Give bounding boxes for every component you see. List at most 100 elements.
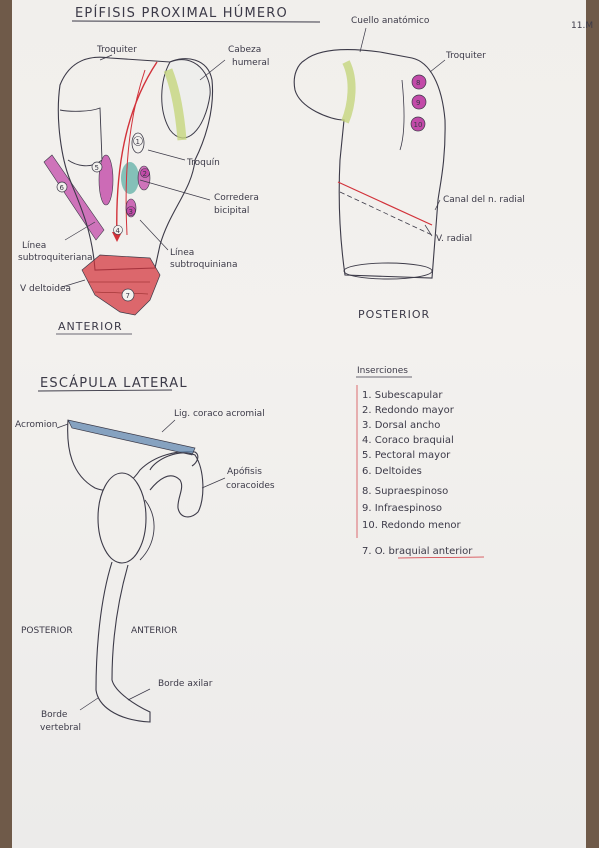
label-borde-axilar: Borde axilar bbox=[158, 679, 213, 689]
notebook-page bbox=[12, 0, 586, 848]
insertion-item-8: 8. Supraespinoso bbox=[362, 486, 448, 497]
label-linea-subtroquiteriana-2: subtroquiteriana bbox=[18, 253, 93, 263]
marker-2-text: 2 bbox=[143, 170, 147, 178]
marker-4 bbox=[126, 206, 136, 216]
marker-3-text: 3 bbox=[129, 208, 133, 216]
canal-radial-dashed bbox=[339, 191, 433, 236]
insertion-item-10: 10. Redondo menor bbox=[362, 520, 462, 531]
leader-acromion bbox=[56, 423, 69, 429]
label-posterior-view: POSTERIOR bbox=[358, 308, 430, 321]
humerus-title-underline bbox=[71, 20, 321, 23]
marker-7-text: 7 bbox=[126, 292, 130, 300]
v-deltoidea-hatch bbox=[88, 281, 150, 295]
marker-5-text: 5 bbox=[95, 164, 99, 172]
marker-10-text: 10 bbox=[414, 121, 423, 129]
scapula-title: ESCÁPULA LATERAL bbox=[40, 375, 188, 391]
v-deltoidea-shape bbox=[81, 254, 161, 316]
troquiter-contour bbox=[59, 107, 103, 167]
label-borde-vertebral-1: Borde bbox=[41, 710, 68, 720]
insertions-heading: Inserciones bbox=[357, 366, 408, 376]
label-scapula-posterior: POSTERIOR bbox=[21, 626, 73, 636]
marker-1 bbox=[56, 181, 68, 193]
label-linea-subtroquiteriana-1: Línea bbox=[22, 241, 46, 251]
cuello-green-band bbox=[163, 68, 187, 141]
label-v-deltoidea: V deltoidea bbox=[20, 284, 71, 294]
leader-troquiter bbox=[99, 54, 113, 61]
insertion-item-2: 2. Redondo mayor bbox=[362, 405, 455, 416]
marker-8 bbox=[411, 74, 427, 90]
posterior-troquiter-ridge bbox=[399, 79, 405, 151]
leader-troquin bbox=[147, 149, 186, 161]
leader-coracoides bbox=[201, 477, 226, 489]
insertions-list: Inserciones 1. Subescapular 2. Redondo m… bbox=[356, 366, 485, 559]
label-corredera-line1: Corredera bbox=[214, 193, 259, 203]
glenoid-cavity bbox=[97, 472, 147, 564]
label-cuello-anatomico: Cuello anatómico bbox=[351, 15, 430, 26]
leader-linea-subtroquiniana bbox=[139, 219, 169, 251]
marker-6-text: 6 bbox=[60, 184, 65, 192]
insertion-item-1: 1. Subescapular bbox=[362, 390, 443, 401]
marker-8-text: 8 bbox=[416, 79, 420, 87]
marker-9-text: 9 bbox=[416, 99, 420, 107]
label-borde-vertebral-2: vertebral bbox=[40, 723, 81, 733]
leader-v-radial bbox=[424, 224, 433, 237]
humerus-posterior-outline bbox=[293, 49, 446, 279]
marker-10 bbox=[410, 116, 426, 132]
leader-v-deltoidea bbox=[61, 279, 86, 288]
humerus-anterior-figure: 6 5 2 3 1 4 7 bbox=[43, 54, 226, 316]
insertion-oval-pectoral bbox=[98, 154, 114, 206]
leader-corredera bbox=[139, 179, 211, 201]
insertion-item-6: 6. Deltoides bbox=[362, 466, 422, 477]
muscle-strip-left bbox=[43, 154, 105, 241]
marker-3 bbox=[140, 168, 150, 178]
leader-cabeza bbox=[199, 59, 226, 81]
insertion-item-4: 4. Coraco braquial bbox=[362, 435, 454, 446]
cuello-anatomico-band bbox=[341, 60, 356, 124]
label-cabeza-line2: humeral bbox=[232, 58, 269, 68]
leader-linea-subtroquiteriana bbox=[64, 221, 96, 241]
leader-canal-radial bbox=[434, 199, 441, 211]
label-v-radial: V. radial bbox=[436, 234, 472, 244]
red-line-1 bbox=[116, 61, 158, 239]
marker-6 bbox=[113, 225, 123, 235]
page-mark: 11.M bbox=[571, 21, 593, 31]
label-anterior-view: ANTERIOR bbox=[58, 320, 123, 333]
corredera-teal bbox=[121, 162, 139, 194]
marker-2 bbox=[91, 161, 103, 173]
label-scapula-anterior: ANTERIOR bbox=[131, 626, 177, 636]
marker-4-text: 4 bbox=[116, 227, 121, 235]
marker-5 bbox=[133, 136, 143, 146]
label-apofisis-1: Apófisis bbox=[227, 466, 262, 477]
acromion-outline bbox=[67, 419, 199, 491]
label-lig-coracoacromial: Lig. coraco acromial bbox=[174, 409, 265, 419]
scapula-body-outline bbox=[95, 561, 151, 723]
label-cabeza-line1: Cabeza bbox=[228, 45, 261, 55]
canal-radial-red bbox=[337, 181, 433, 226]
insertion-item-7-underline bbox=[397, 556, 485, 559]
label-linea-subtroquiniana-1: Línea bbox=[170, 248, 194, 258]
posterior-shaft-bottom bbox=[343, 262, 433, 280]
label-troquiter-anterior: Troquiter bbox=[96, 45, 137, 55]
scapula-title-underline bbox=[37, 389, 173, 392]
insertion-item-5: 5. Pectoral mayor bbox=[362, 450, 451, 461]
marker-9 bbox=[411, 94, 427, 110]
coracoid-outline bbox=[149, 452, 204, 518]
label-troquin: Troquín bbox=[186, 158, 220, 168]
insertion-item-7: 7. O. braquial anterior bbox=[362, 546, 473, 557]
label-acromion: Acromion bbox=[15, 420, 57, 430]
label-linea-subtroquiniana-2: subtroquiniana bbox=[170, 260, 238, 270]
leader-lig bbox=[161, 419, 176, 433]
lig-coracoacromial-band bbox=[67, 419, 196, 456]
leader-borde-axilar bbox=[127, 688, 151, 701]
insertion-item-9: 9. Infraespinoso bbox=[362, 503, 442, 514]
label-canal-radial: Canal del n. radial bbox=[443, 195, 525, 205]
humerus-posterior-figure: 8 9 10 bbox=[293, 27, 446, 280]
scapula-figure bbox=[56, 419, 226, 723]
marker-1-text: 1 bbox=[136, 138, 140, 146]
marker-7 bbox=[121, 288, 135, 302]
label-troquiter-posterior: Troquiter bbox=[445, 51, 486, 61]
humerus-title: EPÍFISIS PROXIMAL HÚMERO bbox=[75, 5, 288, 21]
label-apofisis-2: coracoides bbox=[226, 481, 275, 491]
insertion-item-3: 3. Dorsal ancho bbox=[362, 420, 440, 431]
